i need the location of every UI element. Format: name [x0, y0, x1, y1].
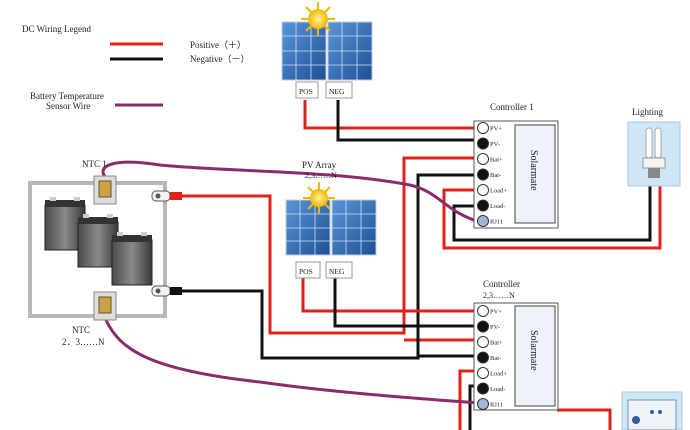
controller2-terminal-1	[477, 320, 489, 333]
battery-3	[111, 232, 153, 286]
panel-mid-pos-label: POS	[299, 267, 313, 276]
wire-load2-device-positive	[557, 408, 612, 430]
wire-load1-negative	[452, 186, 652, 242]
controller1-terminals: PV+ PV- Bat+ Bat- Load+ Load- RJ11	[477, 122, 507, 227]
battery-2	[77, 214, 119, 268]
controller2-terminal-label-4: Load+	[490, 371, 507, 378]
solar-panel-middle: PV Array 2,3……N POS NEG	[285, 160, 377, 279]
panel-top-pos-label: POS	[299, 87, 313, 96]
panel-mid-left	[285, 199, 331, 256]
controller1-terminal-label-0: PV+	[490, 126, 502, 133]
panel-mid-pos-box	[295, 261, 321, 279]
controller1-terminal-label-1: PV-	[490, 141, 500, 148]
controller2-terminal-2	[477, 336, 489, 348]
controller1-face	[514, 124, 556, 224]
controller2-terminal-label-5: Load-	[490, 386, 506, 393]
legend-sensor-label-2: Sensor Wire	[46, 101, 90, 111]
wire-sensor-ntc1	[101, 160, 481, 224]
wire-top-pv-positive	[303, 100, 478, 130]
wire-battery-negative-trunk	[180, 173, 478, 360]
ntc2-label: NTC	[72, 325, 90, 335]
controller1-terminal-0	[477, 122, 489, 134]
controller1-terminal-5	[477, 199, 489, 212]
battery-positive-lug	[151, 190, 182, 202]
controller-2: Controller 2,3……N Solarmate PV+ PV- Bat+ Ba…	[473, 279, 559, 411]
light-bulb-icon	[642, 127, 666, 178]
controller2-terminal-5	[477, 382, 489, 395]
ntc2-sub: 2．3……N	[62, 337, 105, 347]
controller2-terminal-label-0: PV+	[490, 309, 502, 316]
wire-load1-positive	[442, 186, 662, 250]
controller1-terminal-4	[477, 184, 489, 196]
wire-battery-positive-trunk	[180, 156, 478, 335]
controller1-terminal-1	[477, 137, 489, 150]
pv-array-sub: 2,3……N	[305, 171, 337, 180]
wire-load2-positive	[458, 369, 478, 430]
controller1-terminal-2	[477, 153, 489, 165]
controller2-brand: Solarmate	[528, 330, 539, 371]
controller2-terminal-0	[477, 305, 489, 317]
controller1-terminal-6	[477, 215, 489, 227]
controller1-terminal-label-4: Load+	[490, 188, 507, 195]
controller2-title: Controller	[483, 279, 520, 289]
controller2-terminal-label-3: Bat-	[490, 355, 501, 362]
pv-array-title: PV Array	[302, 160, 337, 170]
wire-sensor-ntc2	[104, 319, 481, 405]
legend-positive-label: Positive（＋）	[190, 40, 246, 50]
controller2-face	[514, 305, 556, 407]
controller2-terminal-4	[477, 367, 489, 379]
controller2-terminal-label-2: Bat+	[490, 340, 503, 347]
legend: DC Wiring Legend Positive（＋） Negative（－）…	[22, 24, 250, 111]
controller2-terminal-label-6: RJ11	[490, 402, 503, 409]
controller2-sub: 2,3……N	[483, 291, 515, 300]
controller1-terminal-label-3: Bat-	[490, 172, 501, 179]
wire-mid-pv-positive	[301, 276, 478, 313]
panel-top-neg-label: NEG	[329, 87, 345, 96]
wire-mid-pv-negative	[333, 276, 478, 328]
load-device-2	[621, 391, 683, 430]
ntc2-sensor-icon	[93, 291, 117, 321]
wires	[101, 100, 662, 430]
controller1-brand: Solarmate	[528, 150, 539, 191]
controller1-terminal-label-6: RJ11	[490, 219, 503, 226]
legend-sensor-label-1: Battery Temperature	[30, 91, 104, 101]
panel-top-pos-box	[295, 81, 319, 99]
controller2-terminal-label-1: PV-	[490, 324, 500, 331]
controller2-terminal-6	[477, 398, 489, 410]
ntc1-sensor-icon	[93, 175, 117, 205]
lighting-label: Lighting	[632, 107, 663, 117]
controller1-terminal-3	[477, 168, 489, 181]
sun-icon	[301, 2, 335, 36]
ntc1-label: NTC 1	[82, 159, 107, 169]
panel-mid-right	[331, 199, 377, 256]
legend-title: DC Wiring Legend	[22, 24, 91, 34]
sun-icon-middle	[303, 182, 335, 214]
panel-top-neg-box	[325, 81, 353, 99]
controller1-terminal-label-5: Load-	[490, 203, 506, 210]
controller1-terminal-label-2: Bat+	[490, 157, 503, 164]
controller2-terminals: PV+ PV- Bat+ Bat- Load+ Load- RJ11	[477, 305, 507, 410]
controller2-terminal-3	[477, 351, 489, 364]
legend-negative-label: Negative（－）	[190, 54, 250, 64]
panel-mid-neg-box	[325, 261, 353, 279]
wire-top-pv-negative	[336, 100, 478, 142]
solar-panel-top: POS NEG	[281, 2, 373, 99]
battery-negative-lug	[151, 285, 182, 297]
battery-bank: NTC 1 NTC 2．3……N	[28, 159, 182, 347]
controller-1: Controller 1 Solarmate PV+ PV- Bat+ Bat- Loa…	[473, 102, 559, 229]
lighting: Lighting	[627, 107, 681, 187]
panel-mid-neg-label: NEG	[329, 267, 345, 276]
controller1-title: Controller 1	[490, 102, 534, 112]
